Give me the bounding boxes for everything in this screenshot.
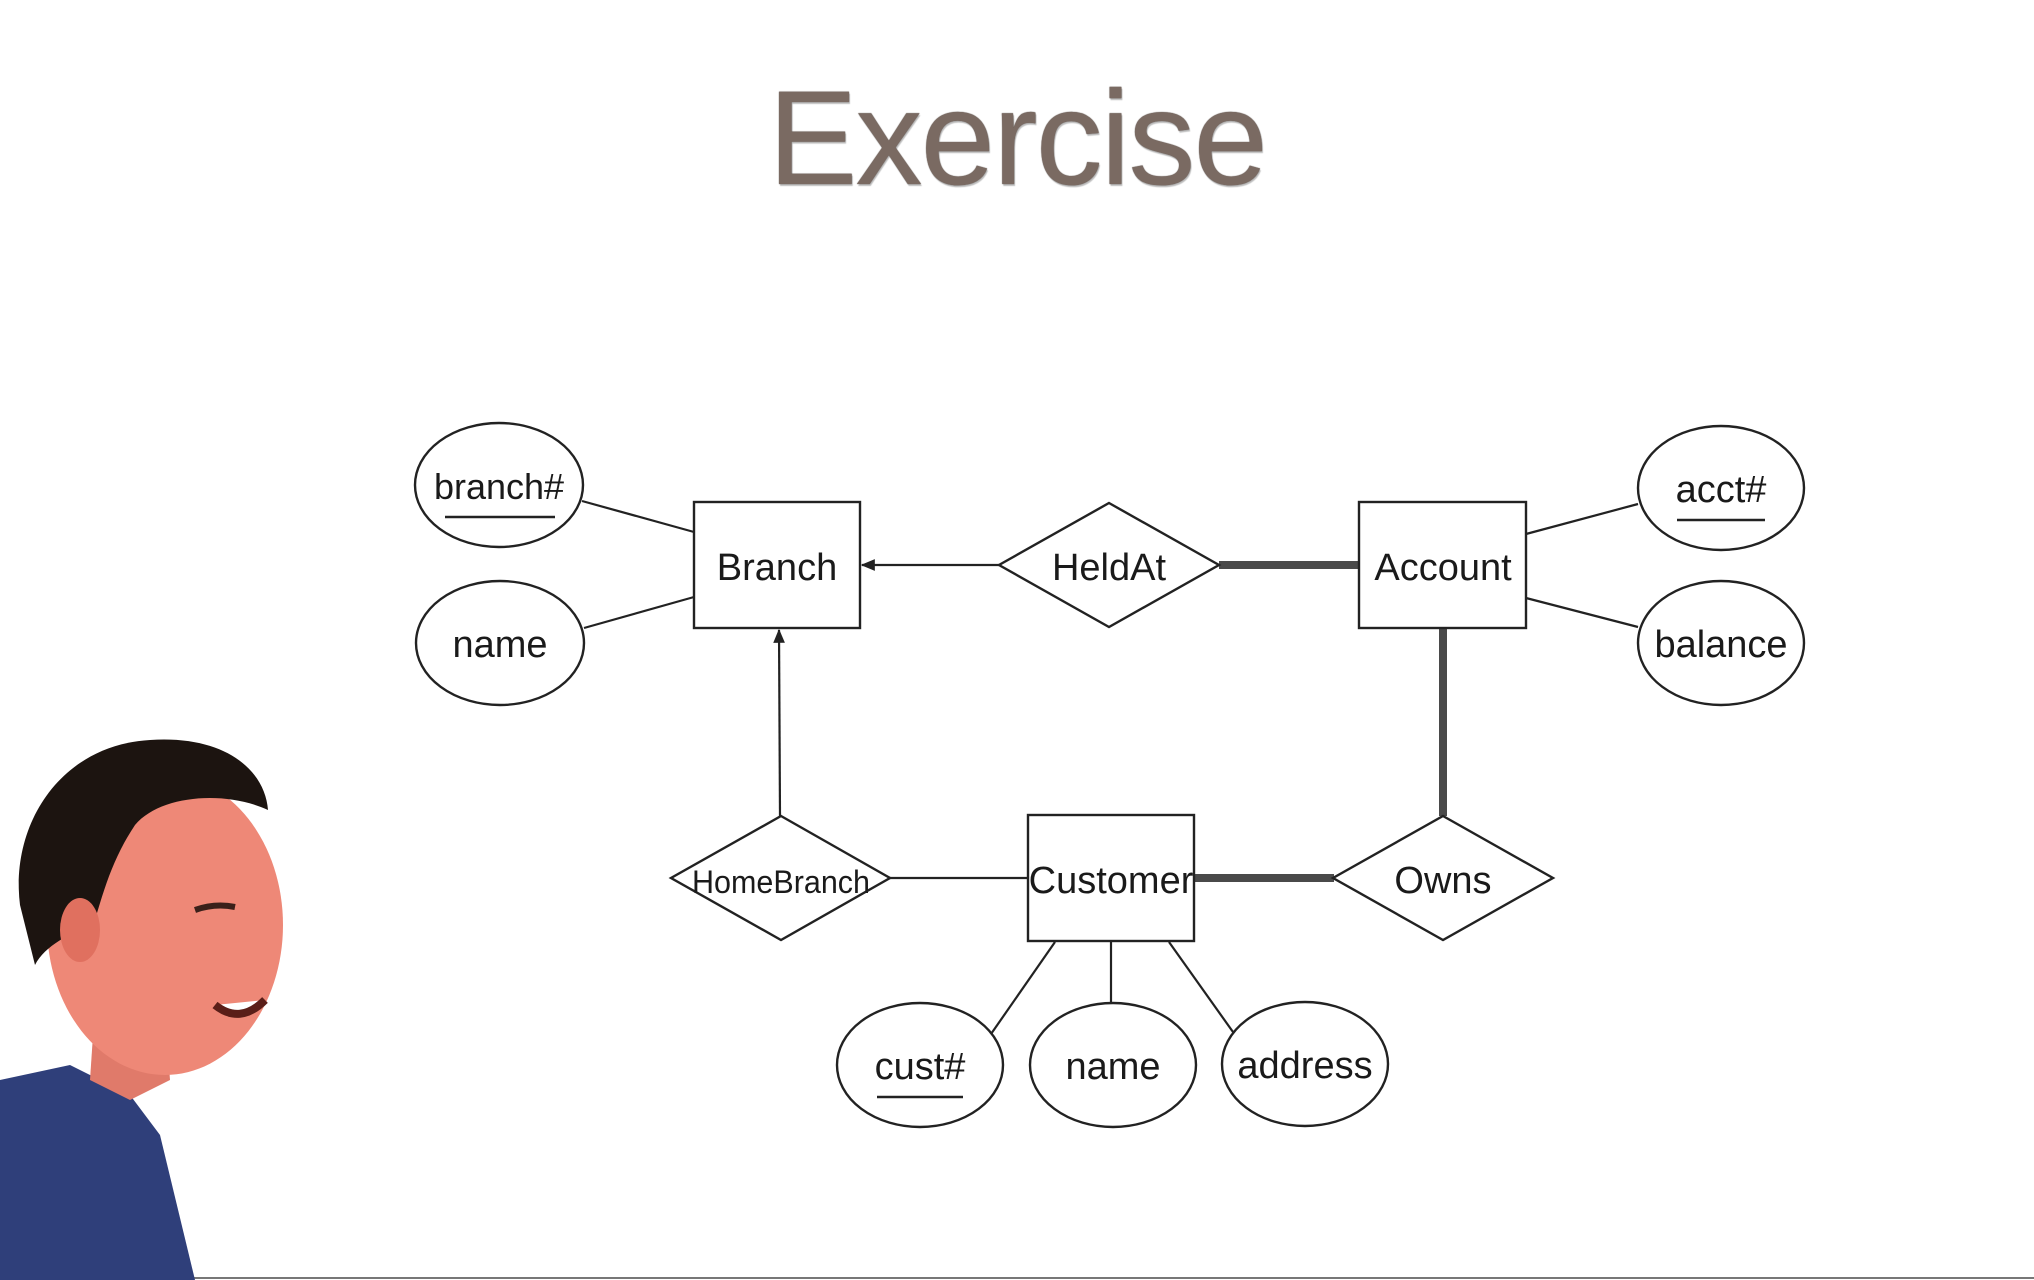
attribute-balance-label: balance [1654, 624, 1787, 666]
relationship-heldat-label: HeldAt [1052, 547, 1166, 589]
edge-acctnum-account [1525, 502, 1639, 536]
presenter-shirt [0, 1065, 195, 1280]
attribute-branch-name: name [414, 579, 586, 707]
edge-branchnum-branch [581, 499, 695, 534]
attribute-address: address [1220, 1000, 1390, 1128]
entity-account: Account [1357, 500, 1528, 630]
attribute-cust-key: cust# [835, 1001, 1005, 1129]
attribute-cust-name-label: name [1065, 1046, 1160, 1088]
edge-customer-address [1168, 941, 1234, 1033]
presenter-ear [60, 898, 100, 962]
presenter-video [0, 739, 283, 1280]
entity-branch-label: Branch [717, 547, 837, 589]
attribute-cust-key-label: cust# [875, 1046, 966, 1088]
relationship-owns: Owns [1330, 814, 1556, 942]
relationship-heldat: HeldAt [996, 501, 1222, 629]
attribute-address-label: address [1237, 1045, 1372, 1087]
attribute-branch-name-label: name [452, 624, 547, 666]
attribute-branch-key: branch# [413, 421, 585, 549]
attribute-acct-key: acct# [1636, 424, 1806, 552]
attribute-cust-name: name [1028, 1001, 1198, 1129]
presenter-eye [194, 902, 236, 913]
edge-customer-custnum [990, 941, 1056, 1035]
attribute-balance: balance [1636, 579, 1806, 707]
entity-customer: Customer [1026, 813, 1196, 943]
attribute-branch-key-label: branch# [434, 466, 564, 507]
entity-account-label: Account [1374, 547, 1512, 589]
entity-customer-label: Customer [1029, 860, 1194, 902]
edge-balance-account [1525, 596, 1639, 629]
slide-title: Exercise [768, 64, 1268, 213]
relationship-homebranch-label: HomeBranch [692, 864, 870, 900]
relationship-owns-label: Owns [1394, 860, 1491, 902]
attribute-acct-key-label: acct# [1676, 469, 1767, 511]
presenter-mouth [212, 997, 268, 1018]
entity-branch: Branch [692, 500, 862, 630]
edge-branchname-branch [583, 595, 695, 630]
relationship-homebranch: HomeBranch [668, 814, 893, 942]
edge-homebranch-branch-arrow [773, 628, 785, 817]
